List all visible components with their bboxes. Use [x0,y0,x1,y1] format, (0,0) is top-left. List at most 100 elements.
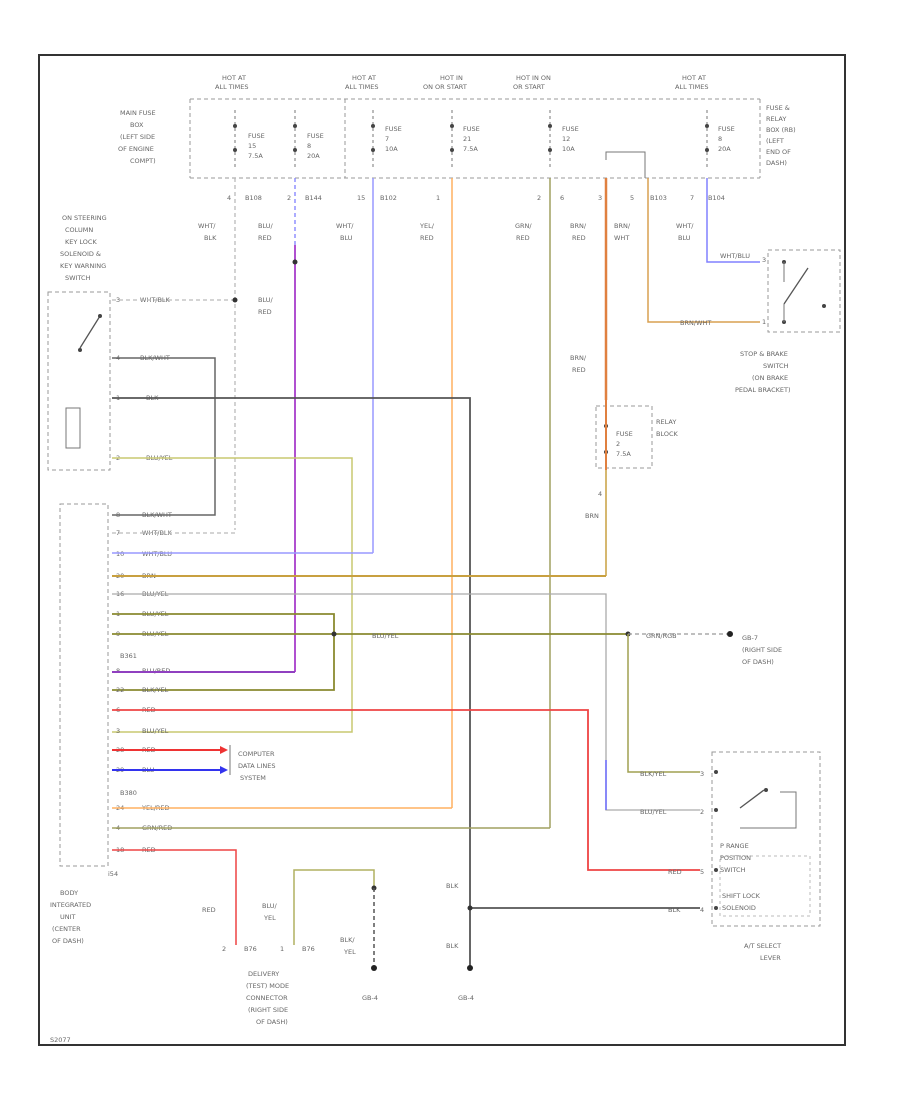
svg-text:WHT/BLU: WHT/BLU [142,550,172,558]
svg-text:MAIN FUSE: MAIN FUSE [120,109,156,117]
body-integrated-unit [59,503,109,867]
svg-text:BLU/: BLU/ [262,902,278,910]
svg-text:UNIT: UNIT [60,913,76,921]
svg-text:FUSE: FUSE [562,125,579,133]
fuse-21: FUSE 21 7.5A [450,110,480,170]
splice-blu-red [292,259,298,265]
svg-text:i54: i54 [108,870,118,878]
svg-text:8: 8 [307,142,311,150]
body-unit-label: BODY INTEGRATED UNIT (CENTER OF DASH) i5… [50,652,137,945]
svg-text:5: 5 [630,194,634,202]
fuse-15: FUSE 15 7.5A [233,110,265,170]
splice-blk [467,905,473,911]
svg-text:BLK: BLK [446,882,459,890]
key-lock-solenoid [47,291,111,471]
svg-text:BLK/WHT: BLK/WHT [142,511,172,519]
svg-text:GB-7: GB-7 [742,634,758,642]
connector-row: 4 B108 2 B144 15 B102 1 2 6 3 5 B103 7 B… [227,194,725,202]
wire-blk-yel-lever [627,634,700,773]
svg-text:1: 1 [280,945,284,953]
svg-text:RELAY: RELAY [766,115,786,123]
hot-label-4b: OR START [513,83,545,91]
svg-text:YEL: YEL [343,948,356,956]
svg-text:BOX (RB): BOX (RB) [766,126,796,134]
svg-text:20A: 20A [718,145,731,153]
wire-labels-top: WHT/ BLK BLU/ RED WHT/ BLU YEL/ RED GRN/… [198,222,694,520]
svg-text:BLU: BLU [678,234,691,242]
svg-text:DASH): DASH) [766,159,787,167]
svg-text:7.5A: 7.5A [616,450,631,458]
svg-text:POSITION: POSITION [720,854,751,862]
svg-text:(TEST) MODE: (TEST) MODE [246,982,289,990]
svg-text:2: 2 [222,945,226,953]
svg-text:FUSE &: FUSE & [766,104,790,112]
svg-text:2: 2 [616,440,620,448]
relay-block: FUSE 2 7.5A RELAY BLOCK 4 [595,400,679,498]
svg-text:RED: RED [420,234,434,242]
svg-text:P RANGE: P RANGE [720,842,749,850]
svg-text:BLU/YEL: BLU/YEL [640,808,667,816]
svg-text:BRN/: BRN/ [614,222,631,230]
hot-label-1: HOT AT [222,74,246,82]
ground-gb4-right: BLK BLK GB-4 [446,882,474,1002]
svg-text:12: 12 [562,135,570,143]
svg-text:2: 2 [537,194,541,202]
svg-text:7: 7 [116,529,120,537]
svg-text:BODY: BODY [60,889,78,897]
at-select-lever: P RANGE POSITION SWITCH SHIFT LOCK SOLEN… [711,751,821,927]
svg-text:3: 3 [116,296,120,304]
svg-text:END OF: END OF [766,148,791,156]
svg-text:DATA LINES: DATA LINES [238,762,275,770]
svg-text:BLU/: BLU/ [258,296,274,304]
svg-text:8: 8 [718,135,722,143]
fuse-7: FUSE 7 10A [371,110,402,170]
key-lock-wires: 3 WHT/BLK 4 BLK/WHT 1 BLK 2 BLU/YEL [112,296,471,970]
svg-text:SWITCH: SWITCH [763,362,789,370]
svg-text:BLU/YEL: BLU/YEL [372,632,399,640]
svg-text:INTEGRATED: INTEGRATED [50,901,91,909]
fuse-8a: FUSE 8 20A [293,110,324,170]
hot-label-2b: ALL TIMES [345,83,378,91]
svg-text:OF ENGINE: OF ENGINE [118,145,154,153]
svg-text:4: 4 [598,490,602,498]
svg-text:1: 1 [762,318,766,326]
svg-text:1: 1 [436,194,440,202]
svg-text:WHT/BLU: WHT/BLU [720,252,750,260]
svg-text:GRN/: GRN/ [515,222,532,230]
svg-text:RELAY: RELAY [656,418,676,426]
svg-text:5: 5 [700,868,704,876]
svg-text:COLUMN: COLUMN [65,226,93,234]
svg-text:DELIVERY: DELIVERY [248,970,279,978]
svg-text:YEL: YEL [263,914,276,922]
svg-text:4: 4 [227,194,231,202]
svg-text:BRN/: BRN/ [570,354,587,362]
at-lever-wire-labels: BLK/YEL 3 BLU/YEL 2 RED 5 BLK 4 [640,770,704,914]
svg-text:COMPUTER: COMPUTER [238,750,275,758]
svg-text:GB-4: GB-4 [458,994,474,1002]
svg-text:OF DASH): OF DASH) [742,658,774,666]
svg-text:A/T SELECT: A/T SELECT [744,942,781,950]
svg-text:SWITCH: SWITCH [720,866,746,874]
body-unit-wires: 8 BLK/WHT 7 WHT/BLK 10 WHT/BLU 20 BRN 16… [112,511,700,945]
svg-text:BRN/: BRN/ [570,222,587,230]
svg-text:BLK: BLK [204,234,217,242]
svg-text:STOP & BRAKE: STOP & BRAKE [740,350,788,358]
svg-text:10A: 10A [385,145,398,153]
svg-text:SOLENOID &: SOLENOID & [60,250,101,258]
svg-text:RED: RED [572,366,586,374]
svg-text:3: 3 [762,256,766,264]
fuse-12: FUSE 12 10A [548,110,579,170]
hot-label-3: HOT IN [440,74,463,82]
hot-label-4: HOT IN ON [516,74,551,82]
svg-text:B380: B380 [120,789,137,797]
svg-text:10: 10 [116,550,124,558]
svg-text:FUSE: FUSE [616,430,633,438]
svg-text:BOX: BOX [130,121,144,129]
svg-text:BLU/: BLU/ [258,222,274,230]
svg-text:RED: RED [572,234,586,242]
svg-text:RED: RED [202,906,216,914]
ground-gb7: GRN/RGB GB-7 (RIGHT SIDE OF DASH) [628,631,782,666]
wire-wht-blu-stop [706,178,760,263]
